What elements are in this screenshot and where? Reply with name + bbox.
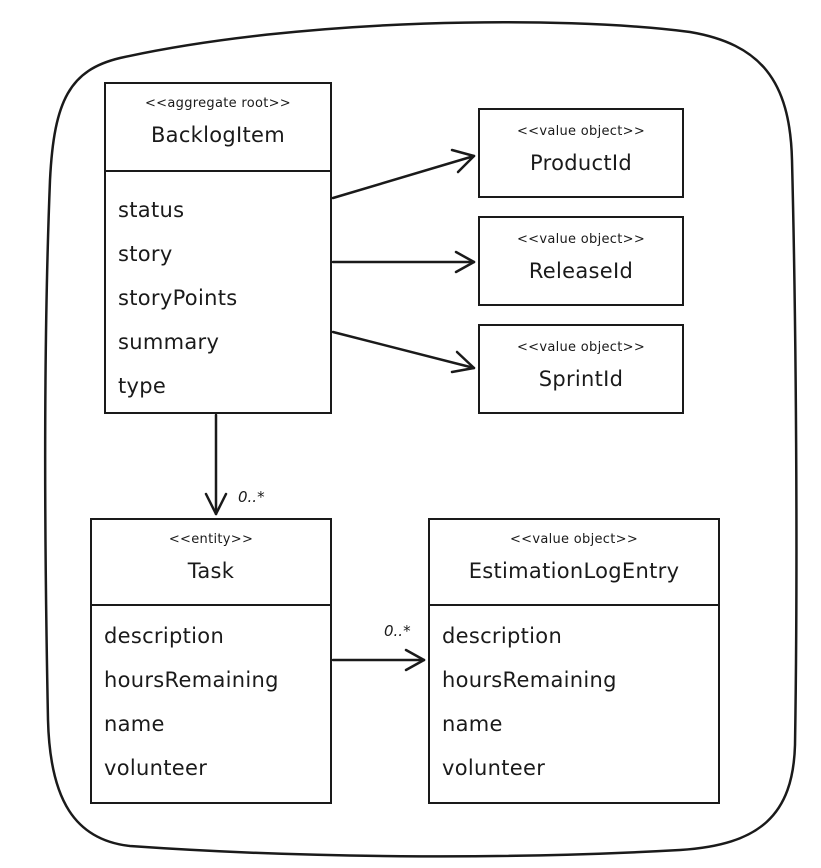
- backlog-item-attr-summary: summary: [118, 330, 220, 354]
- product-id-header: <<value object>> ProductId: [480, 110, 682, 175]
- backlog-item-attributes: status story storyPoints summary type: [106, 172, 330, 418]
- task-name: Task: [187, 559, 235, 583]
- estimation-log-entry-class: <<value object>> EstimationLogEntry desc…: [428, 518, 720, 804]
- release-id-class: <<value object>> ReleaseId: [478, 216, 684, 306]
- sprint-id-stereotype: <<value object>>: [516, 340, 646, 355]
- release-id-header: <<value object>> ReleaseId: [480, 218, 682, 283]
- task-header: <<entity>> Task: [92, 520, 330, 606]
- task-attr-name: name: [104, 712, 165, 736]
- sprint-id-name: SprintId: [538, 367, 624, 391]
- estimation-log-entry-stereotype: <<value object>>: [509, 532, 639, 547]
- estimation-log-entry-attr-hours-remaining: hoursRemaining: [442, 668, 617, 692]
- task-class: <<entity>> Task description hoursRemaini…: [90, 518, 332, 804]
- release-id-name: ReleaseId: [528, 259, 634, 283]
- backlog-item-header: <<aggregate root>> BacklogItem: [106, 84, 330, 172]
- task-stereotype: <<entity>>: [168, 532, 254, 547]
- backlog-item-name: BacklogItem: [150, 123, 286, 147]
- product-id-stereotype: <<value object>>: [516, 124, 646, 139]
- release-id-stereotype: <<value object>>: [516, 232, 646, 247]
- sprint-id-class: <<value object>> SprintId: [478, 324, 684, 414]
- estimation-log-entry-header: <<value object>> EstimationLogEntry: [430, 520, 718, 606]
- backlog-item-attr-story-points: storyPoints: [118, 286, 238, 310]
- backlog-item-attr-status: status: [118, 198, 185, 222]
- estimation-log-entry-attributes: description hoursRemaining name voluntee…: [430, 606, 718, 800]
- sprint-id-header: <<value object>> SprintId: [480, 326, 682, 391]
- product-id-class: <<value object>> ProductId: [478, 108, 684, 198]
- task-attr-volunteer: volunteer: [104, 756, 208, 780]
- task-attributes: description hoursRemaining name voluntee…: [92, 606, 330, 800]
- task-attr-hours-remaining: hoursRemaining: [104, 668, 279, 692]
- estimation-log-entry-name: EstimationLogEntry: [468, 559, 680, 583]
- backlog-item-class: <<aggregate root>> BacklogItem status st…: [104, 82, 332, 414]
- backlog-item-attr-story: story: [118, 242, 173, 266]
- estimation-log-entry-attr-name: name: [442, 712, 503, 736]
- estimation-log-entry-attr-description: description: [442, 624, 563, 648]
- multiplicity-task-to-log-entry: 0..*: [384, 622, 411, 640]
- multiplicity-backlog-to-task: 0..*: [238, 488, 265, 506]
- task-attr-description: description: [104, 624, 225, 648]
- backlog-item-stereotype: <<aggregate root>>: [144, 96, 291, 111]
- estimation-log-entry-attr-volunteer: volunteer: [442, 756, 546, 780]
- backlog-item-attr-type: type: [118, 374, 167, 398]
- product-id-name: ProductId: [530, 151, 632, 175]
